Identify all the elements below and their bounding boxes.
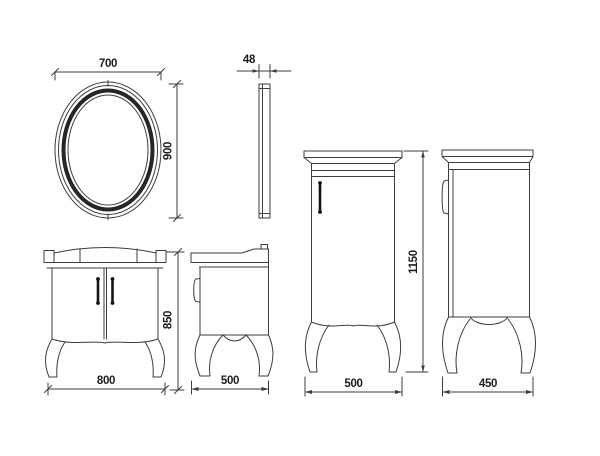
mirror-outer-frame: [54, 81, 162, 219]
mirror-glass-edge: [67, 94, 149, 206]
dim-ticks: [173, 80, 181, 222]
vanity-side-view: [190, 244, 274, 377]
dim-arrow-top: [421, 151, 425, 158]
backsplash-tab: [260, 244, 268, 250]
dim-label-vanity-depth: 500: [221, 375, 239, 387]
crown-bevel: [441, 156, 534, 163]
dim-ticks: [44, 385, 169, 393]
dim-vanity-width: 800: [44, 375, 169, 396]
vanity-front-view: [43, 247, 167, 378]
crown-top: [303, 150, 403, 158]
dim-mirror-height: 900: [163, 80, 184, 222]
tall-door-handle: [318, 181, 322, 214]
cabinet-body-sides: [51, 267, 159, 340]
dim-label-mirror-thickness: 48: [243, 54, 256, 66]
dim-line: [168, 83, 184, 219]
tall-cabinet-side-view: [441, 149, 537, 374]
dim-vanity-depth: 500: [191, 375, 269, 395]
dim-arrow-right: [526, 390, 533, 394]
dim-arrow-right: [395, 390, 402, 394]
crown-bevel: [303, 157, 403, 164]
side-body: [448, 162, 530, 318]
dim-mirror-thickness: 48: [236, 54, 292, 79]
dim-arrow-right: [270, 69, 277, 73]
mirror-front-view: [54, 80, 162, 220]
dim-arrow-bottom: [421, 365, 425, 372]
countertop-right-cap: [155, 250, 167, 263]
dim-line: [191, 380, 269, 395]
mirror-panel-profile: [258, 83, 271, 219]
left-door-handle: [96, 277, 100, 305]
door-divider: [103, 267, 107, 340]
dim-line: [403, 150, 429, 373]
mirror-panel-edges: [258, 83, 271, 219]
dim-ticks: [174, 248, 182, 394]
tall-cabinet-side-legs: [441, 316, 537, 374]
dim-label-tall-cabinet-depth: 450: [479, 378, 497, 390]
crown-top: [441, 149, 534, 157]
dim-label-tall-cabinet-width: 500: [344, 378, 362, 390]
dim-label-mirror-height: 900: [163, 142, 175, 160]
dim-arrow-right: [261, 387, 269, 391]
dim-ticks: [51, 68, 165, 76]
vanity-legs: [44, 338, 166, 378]
countertop-left-cap: [43, 250, 55, 263]
tall-cabinet-front-view: [303, 150, 403, 373]
dim-label-vanity-width: 800: [97, 375, 115, 387]
vanity-side-legs: [194, 334, 274, 377]
dim-line: [165, 251, 185, 391]
dim-line: [442, 376, 534, 397]
dim-mirror-width: 700: [51, 58, 165, 81]
apron-scallop: [51, 338, 159, 344]
dim-vanity-height: 850: [163, 248, 185, 394]
mirror-side-view: [258, 83, 271, 219]
dim-line: [304, 376, 403, 397]
countertop-band: [43, 262, 167, 269]
dim-arrow-left: [442, 390, 450, 394]
dim-tall-cabinet-depth: 450: [442, 376, 534, 397]
counter-profile-top: [190, 248, 269, 263]
dim-line: [54, 71, 162, 81]
side-body: [199, 262, 269, 336]
right-door-handle: [110, 277, 115, 305]
basin-arch: [53, 247, 157, 254]
dim-label-tall-cabinet-height: 1150: [408, 250, 420, 274]
apron-scallop: [311, 321, 395, 327]
dim-line: [236, 64, 292, 79]
tall-cabinet-legs: [304, 321, 402, 373]
counter-band: [190, 252, 269, 268]
cornice-band: [311, 170, 395, 177]
side-handle-profile: [441, 179, 449, 215]
dim-tall-cabinet-width: 500: [304, 376, 403, 397]
dim-tall-cabinet-height: 1150: [403, 150, 429, 373]
cabinet-body-sides: [311, 163, 395, 323]
dim-arrow-left: [191, 387, 199, 391]
countertop-divisions: [79, 248, 138, 263]
dim-arrow-left: [305, 390, 312, 394]
side-handle-profile: [193, 278, 201, 303]
dim-label-mirror-width: 700: [99, 58, 117, 70]
dim-arrow-left: [252, 69, 259, 73]
dim-label-vanity-height: 850: [163, 311, 175, 329]
mirror-dark-ring: [61, 88, 155, 212]
mirror-frame-ring: [58, 85, 158, 215]
